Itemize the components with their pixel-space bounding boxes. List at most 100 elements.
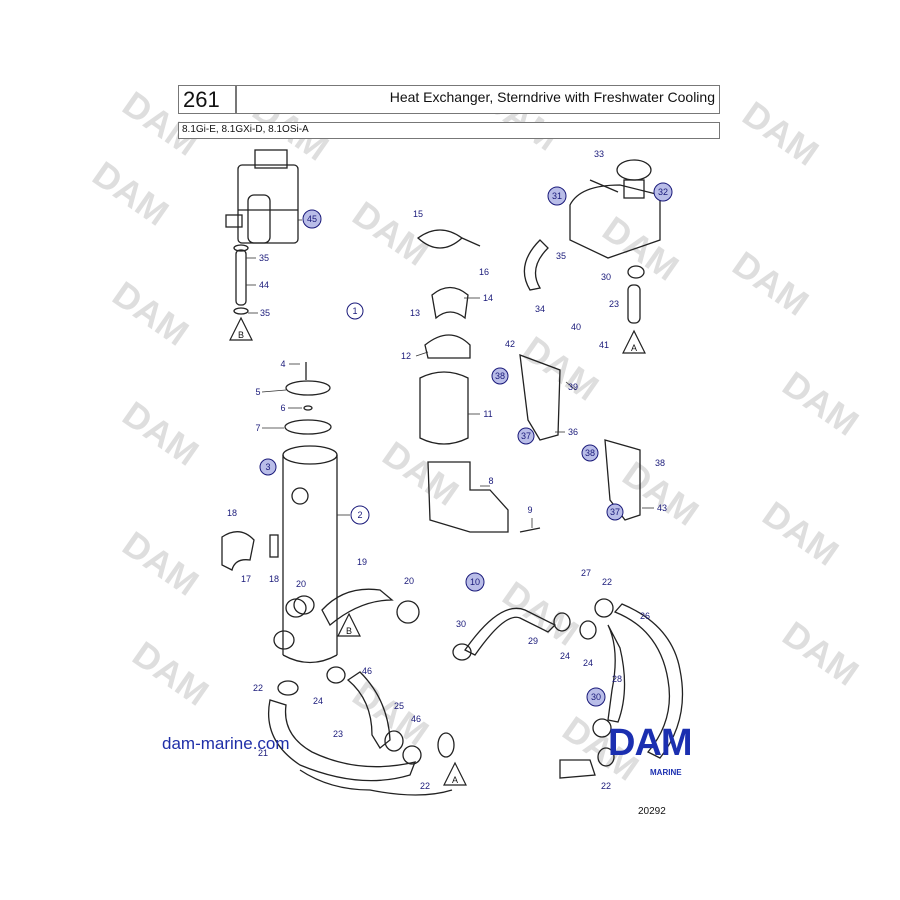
callout-20a: 20 [296, 579, 306, 589]
hose-23-top [627, 284, 641, 324]
callout-5: 5 [255, 387, 260, 397]
callout-32: 32 [658, 187, 668, 197]
callout-23b: 23 [609, 299, 619, 309]
callout-3: 3 [265, 462, 270, 472]
callout-46a: 46 [362, 666, 372, 676]
callout-circle [517, 427, 535, 445]
ref-triangle-A [443, 761, 467, 786]
models-box: 8.1Gi-E, 8.1GXi-D, 8.1OSi-A [178, 122, 720, 139]
ref-letter: A [631, 343, 637, 353]
callout-30a: 30 [601, 272, 611, 282]
callout-2: 2 [357, 510, 362, 520]
callout-22d: 22 [601, 781, 611, 791]
hose-23 [267, 699, 417, 782]
callout-43: 43 [657, 503, 667, 513]
callout-46b: 46 [411, 714, 421, 724]
callout-29: 29 [528, 636, 538, 646]
callout-41: 41 [599, 340, 609, 350]
callout-18b: 18 [269, 574, 279, 584]
callout-24b: 24 [560, 651, 570, 661]
callout-31: 31 [552, 191, 562, 201]
callout-35a: 35 [259, 253, 269, 263]
callout-28: 28 [612, 674, 622, 684]
callout-circle [547, 186, 567, 206]
callout-24a: 24 [313, 696, 323, 706]
callout-circle [465, 572, 485, 592]
ref-letter: A [452, 775, 458, 785]
insulation-sleeve [419, 371, 469, 445]
callout-24c: 24 [583, 658, 593, 668]
end-cap-5 [285, 380, 331, 396]
page-title: Heat Exchanger, Sterndrive with Freshwat… [389, 89, 715, 105]
hose-19 [321, 588, 394, 627]
callout-circle [302, 209, 322, 229]
washer-6 [303, 405, 313, 411]
ref-letter: B [346, 626, 352, 636]
callout-39: 39 [568, 382, 578, 392]
callout-16: 16 [479, 267, 489, 277]
callout-40: 40 [571, 322, 581, 332]
callout-20b: 20 [404, 576, 414, 586]
callout-38a: 38 [495, 371, 505, 381]
callout-22a: 22 [253, 683, 263, 693]
callout-10: 10 [470, 577, 480, 587]
callout-11: 11 [483, 409, 492, 419]
callout-36: 36 [568, 427, 578, 437]
elbow-hose [221, 531, 255, 571]
website-link[interactable]: dam-marine.com [162, 734, 290, 753]
callout-22c: 22 [602, 577, 612, 587]
bracket-36 [519, 354, 561, 441]
hose-34 [523, 239, 549, 291]
half-shell [431, 286, 469, 320]
page-number: 261 [183, 87, 220, 112]
callout-circle [350, 505, 370, 525]
callout-35c: 35 [556, 251, 566, 261]
callout-44: 44 [259, 280, 269, 290]
callout-7: 7 [255, 423, 260, 433]
callout-45: 45 [307, 214, 317, 224]
drawing-number: 20292 [638, 806, 666, 817]
callout-circle [653, 182, 673, 202]
callout-13: 13 [410, 308, 420, 318]
pump-assembly [225, 149, 299, 244]
ref-triangle-B [337, 612, 361, 637]
page-number-box: 261 [178, 85, 236, 114]
callout-circle [491, 367, 509, 385]
callout-38b: 38 [585, 448, 595, 458]
bracket-43 [604, 439, 641, 521]
callout-15: 15 [413, 209, 423, 219]
callout-circle [346, 302, 364, 320]
callout-19: 19 [357, 557, 367, 567]
ref-letter: B [238, 330, 244, 340]
callout-14: 14 [483, 293, 493, 303]
callout-circle [606, 503, 624, 521]
callout-38c: 38 [655, 458, 665, 468]
title-box: Heat Exchanger, Sterndrive with Freshwat… [236, 85, 720, 114]
callout-42: 42 [505, 339, 515, 349]
callout-37a: 37 [521, 431, 531, 441]
callout-26: 26 [640, 611, 650, 621]
heat-exchanger-body [273, 445, 338, 664]
callout-35b: 35 [260, 308, 270, 318]
callout-27: 27 [581, 568, 591, 578]
callout-circle [581, 444, 599, 462]
hose-26 [613, 603, 684, 759]
callout-circle [259, 458, 277, 476]
callout-25: 25 [394, 701, 404, 711]
bracket-12 [424, 334, 471, 359]
callout-23a: 23 [333, 729, 343, 739]
hose-28 [607, 624, 626, 723]
callout-8: 8 [488, 476, 493, 486]
dam-logo-subtext: MARINE [650, 768, 682, 777]
callout-12: 12 [401, 351, 411, 361]
dam-logo: DAM [608, 722, 693, 764]
callout-30c: 30 [591, 692, 601, 702]
callout-circle [586, 687, 606, 707]
callout-22b: 22 [420, 781, 430, 791]
callout-4: 4 [280, 359, 285, 369]
mounting-bracket [427, 461, 509, 533]
callout-33: 33 [594, 149, 604, 159]
